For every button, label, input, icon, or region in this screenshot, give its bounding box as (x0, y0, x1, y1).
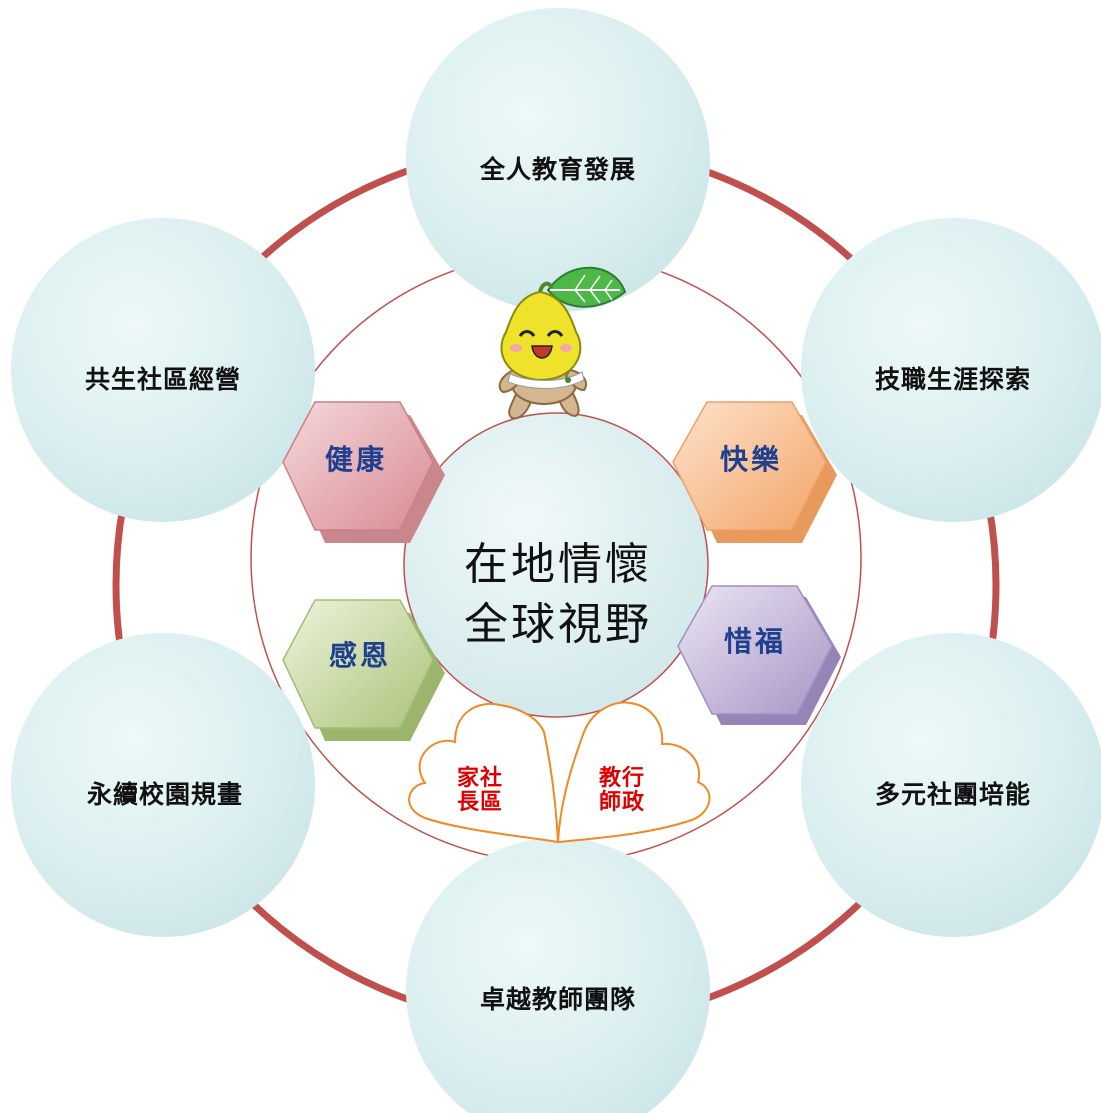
heart-left-label: 家社 長區 (457, 766, 503, 814)
goal-label-campus: 永續校園規畫 (86, 780, 244, 809)
goal-label-clubs: 多元社團培能 (874, 780, 1032, 809)
goal-bubble-clubs (801, 633, 1101, 937)
center-title-line2: 全球視野 (464, 599, 652, 650)
center-title-line1: 在地情懷 (464, 539, 652, 590)
goal-bubble-whole-person (406, 8, 710, 312)
heart-right-label: 教行 師政 (599, 766, 645, 814)
goal-label-whole-person: 全人教育發展 (479, 155, 637, 184)
pear-mascot-icon (498, 266, 627, 420)
value-label-cherish: 惜福 (723, 625, 787, 658)
heart-left (408, 702, 560, 844)
heart-right (556, 701, 711, 844)
center-circle (403, 412, 709, 718)
hexagon-cherish (677, 585, 841, 725)
heart-left-line2: 長區 (456, 789, 504, 815)
goal-label-teachers: 卓越教師團隊 (479, 985, 637, 1014)
hexagon-gratitude (282, 599, 445, 741)
goal-bubble-campus (11, 633, 315, 937)
value-label-health: 健康 (324, 443, 388, 476)
value-label-happiness: 快樂 (719, 443, 783, 476)
hexagon-health (282, 401, 445, 543)
goal-bubble-vocational (801, 218, 1101, 522)
heart-left-line1: 家社 (456, 765, 504, 791)
value-label-gratitude: 感恩 (328, 639, 392, 672)
goal-bubble-teachers (406, 838, 710, 1113)
heart-right-line1: 教行 (598, 765, 646, 791)
goal-label-vocational: 技職生涯探索 (874, 365, 1032, 394)
goal-bubble-community (11, 218, 315, 522)
hexagon-happiness (672, 401, 837, 543)
heart-right-line2: 師政 (598, 789, 646, 815)
goal-label-community: 共生社區經營 (84, 365, 242, 394)
